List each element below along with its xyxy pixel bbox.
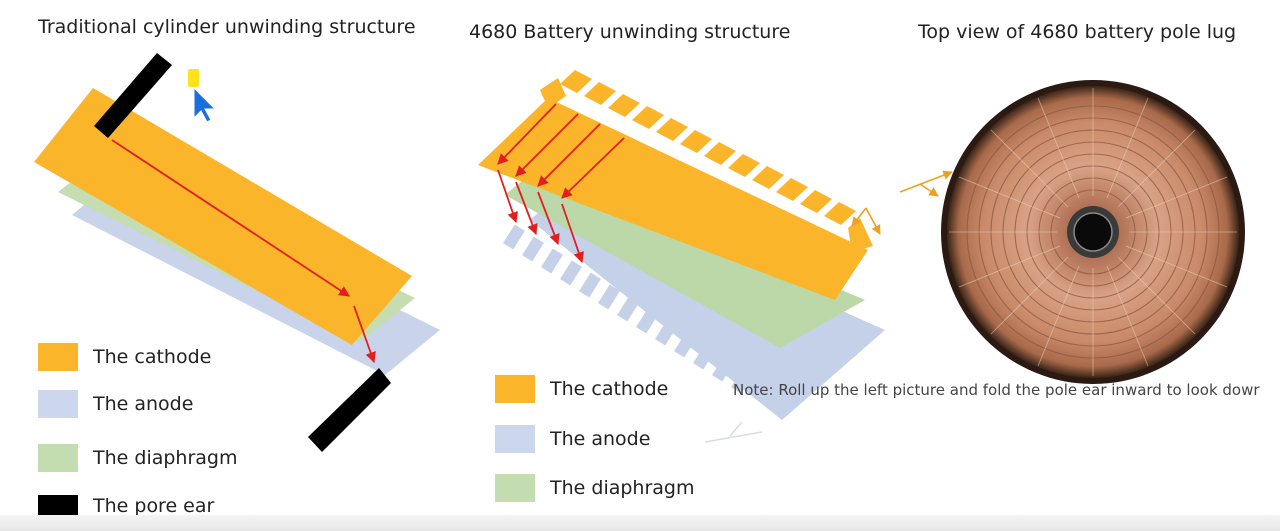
battery-4680-diagram	[478, 70, 953, 443]
diaphragm-swatch	[495, 474, 535, 502]
fold-arrow	[851, 207, 867, 227]
anode-swatch	[495, 425, 535, 453]
yellow-highlight-marker	[188, 69, 199, 87]
current-arrow	[561, 203, 584, 264]
legend-label: The pore ear	[93, 495, 215, 517]
legend-item-anode: The anode	[495, 425, 650, 453]
tab-segments	[949, 88, 1237, 376]
current-arrow	[111, 139, 350, 297]
title-top-view: Top view of 4680 battery pole lug	[918, 21, 1237, 43]
legend-item-diaphragm: The diaphragm	[495, 474, 695, 502]
current-arrow	[515, 181, 538, 236]
title-4680: 4680 Battery unwinding structure	[469, 21, 791, 43]
legend-item-cathode: The cathode	[38, 343, 211, 371]
traditional-diagram	[34, 53, 440, 452]
cathode-swatch	[38, 343, 78, 371]
fold-arrow	[865, 207, 881, 235]
fold-arrow	[899, 170, 953, 193]
legend-label: The cathode	[550, 378, 669, 400]
fold-arrow	[919, 183, 939, 197]
legend-item-pore-ear: The pore ear	[38, 495, 214, 517]
legend-item-cathode: The cathode	[495, 375, 668, 403]
legend-label: The anode	[550, 428, 651, 450]
current-arrow	[497, 169, 518, 224]
pore-ear-swatch	[38, 495, 78, 517]
current-arrow	[537, 191, 560, 246]
bottom-bar	[0, 515, 1280, 531]
diaphragm-swatch	[38, 444, 78, 472]
legend-label: The cathode	[93, 346, 212, 368]
note-text: Note: Roll up the left picture and fold …	[733, 381, 1260, 399]
legend-item-anode: The anode	[38, 390, 193, 418]
current-arrow	[561, 137, 625, 199]
cathode-swatch	[495, 375, 535, 403]
legend-item-diaphragm: The diaphragm	[38, 444, 238, 472]
current-arrow	[497, 103, 557, 165]
title-traditional: Traditional cylinder unwinding structure	[38, 16, 416, 38]
cathode-tabs	[540, 70, 873, 252]
current-arrow	[537, 123, 601, 187]
current-arrow	[353, 305, 376, 364]
pore-ear-bottom	[308, 368, 391, 452]
current-arrow	[515, 113, 579, 177]
legend-label: The diaphragm	[93, 447, 238, 469]
legend-label: The diaphragm	[550, 477, 695, 499]
anode-swatch	[38, 390, 78, 418]
cathode-layer	[34, 88, 412, 345]
pole-lug-top-view	[941, 80, 1245, 384]
legend-label: The anode	[93, 393, 194, 415]
pore-ear-top	[94, 53, 172, 138]
mouse-pointer-icon	[193, 86, 217, 123]
